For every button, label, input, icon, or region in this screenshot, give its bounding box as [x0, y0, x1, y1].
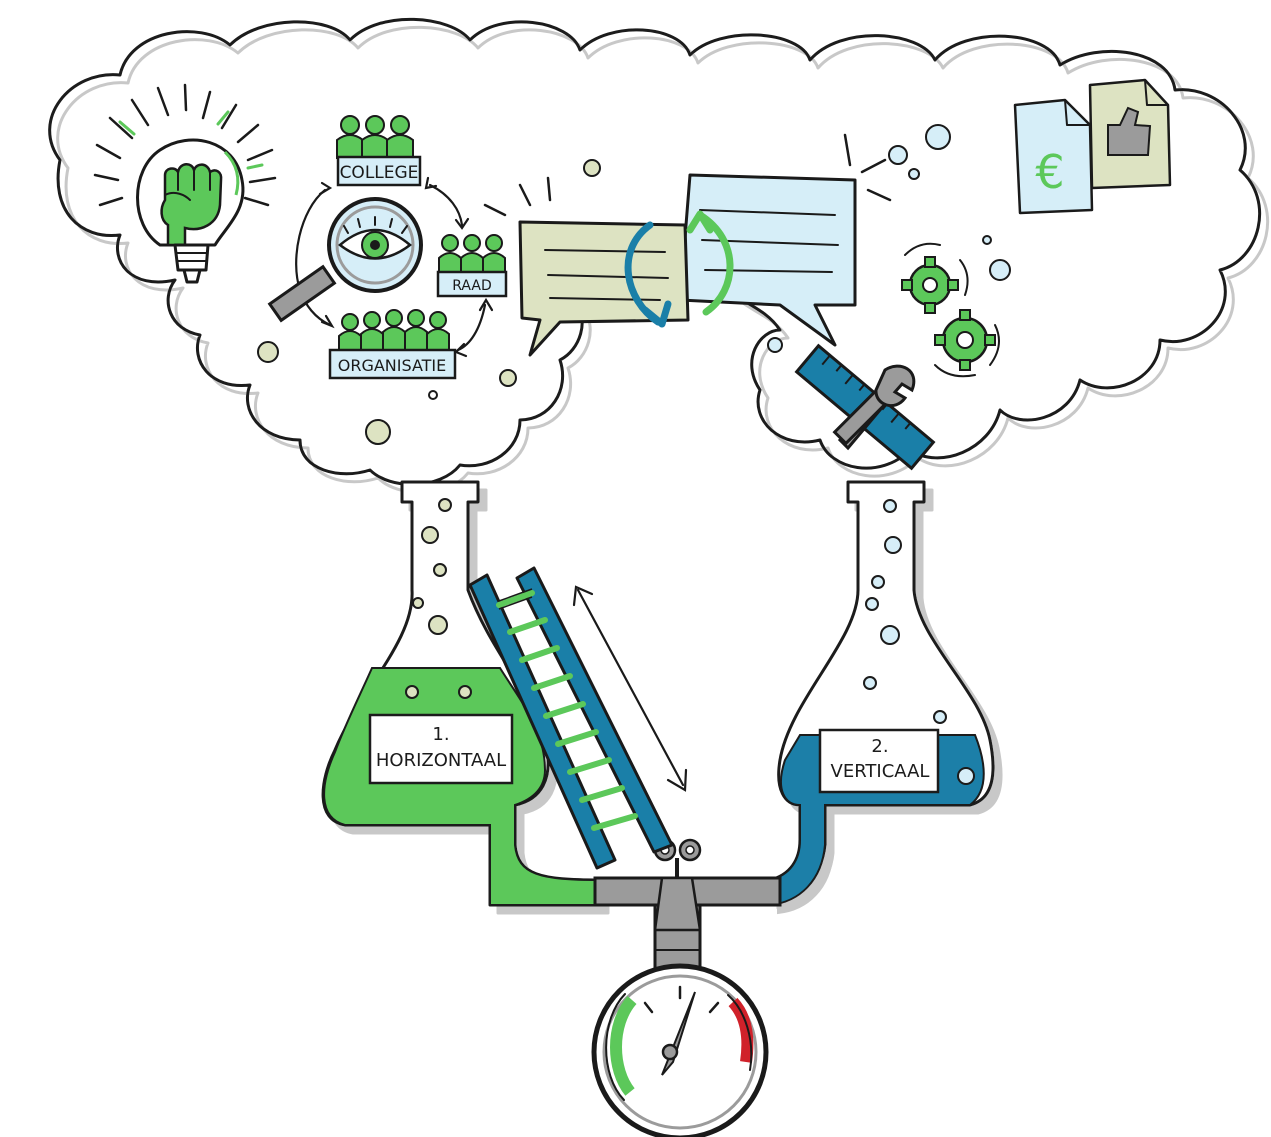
- wrench-icon: [832, 364, 916, 451]
- gauge-green-zone: [610, 996, 637, 1096]
- flask-left-label: HORIZONTAAL: [376, 750, 506, 771]
- flask-right-number: 2.: [871, 736, 888, 757]
- flask-left: 1. HORIZONTAAL: [321, 480, 602, 907]
- magnifier-eye-icon: [267, 197, 423, 323]
- organisatie-group: ORGANISATIE: [328, 309, 457, 380]
- thumbs-up-document-icon: [1088, 78, 1172, 190]
- flask-left-number: 1.: [432, 724, 449, 745]
- euro-symbol: €: [1035, 145, 1064, 199]
- raad-group: RAAD: [436, 234, 508, 298]
- double-arrow: [572, 585, 688, 792]
- flask-right: 2. VERTICAAL: [768, 480, 995, 907]
- euro-document-icon: €: [1013, 98, 1094, 215]
- organisatie-label: ORGANISATIE: [338, 356, 447, 375]
- thought-cloud: [48, 17, 1262, 486]
- gears-icon: [901, 242, 1000, 378]
- college-label: COLLEGE: [340, 163, 419, 183]
- cloud-bubbles: [257, 124, 1011, 445]
- raad-label: RAAD: [452, 278, 491, 294]
- gauge-red-zone: [728, 997, 754, 1063]
- college-group: COLLEGE: [336, 115, 422, 187]
- speech-bubbles-icon: [483, 133, 892, 357]
- lightbulb-fist-icon: [93, 83, 277, 284]
- pipe-junction: [593, 876, 782, 992]
- ladder-icon: [468, 566, 674, 870]
- flask-right-label: VERTICAAL: [831, 761, 930, 782]
- pressure-gauge-icon: [591, 963, 769, 1137]
